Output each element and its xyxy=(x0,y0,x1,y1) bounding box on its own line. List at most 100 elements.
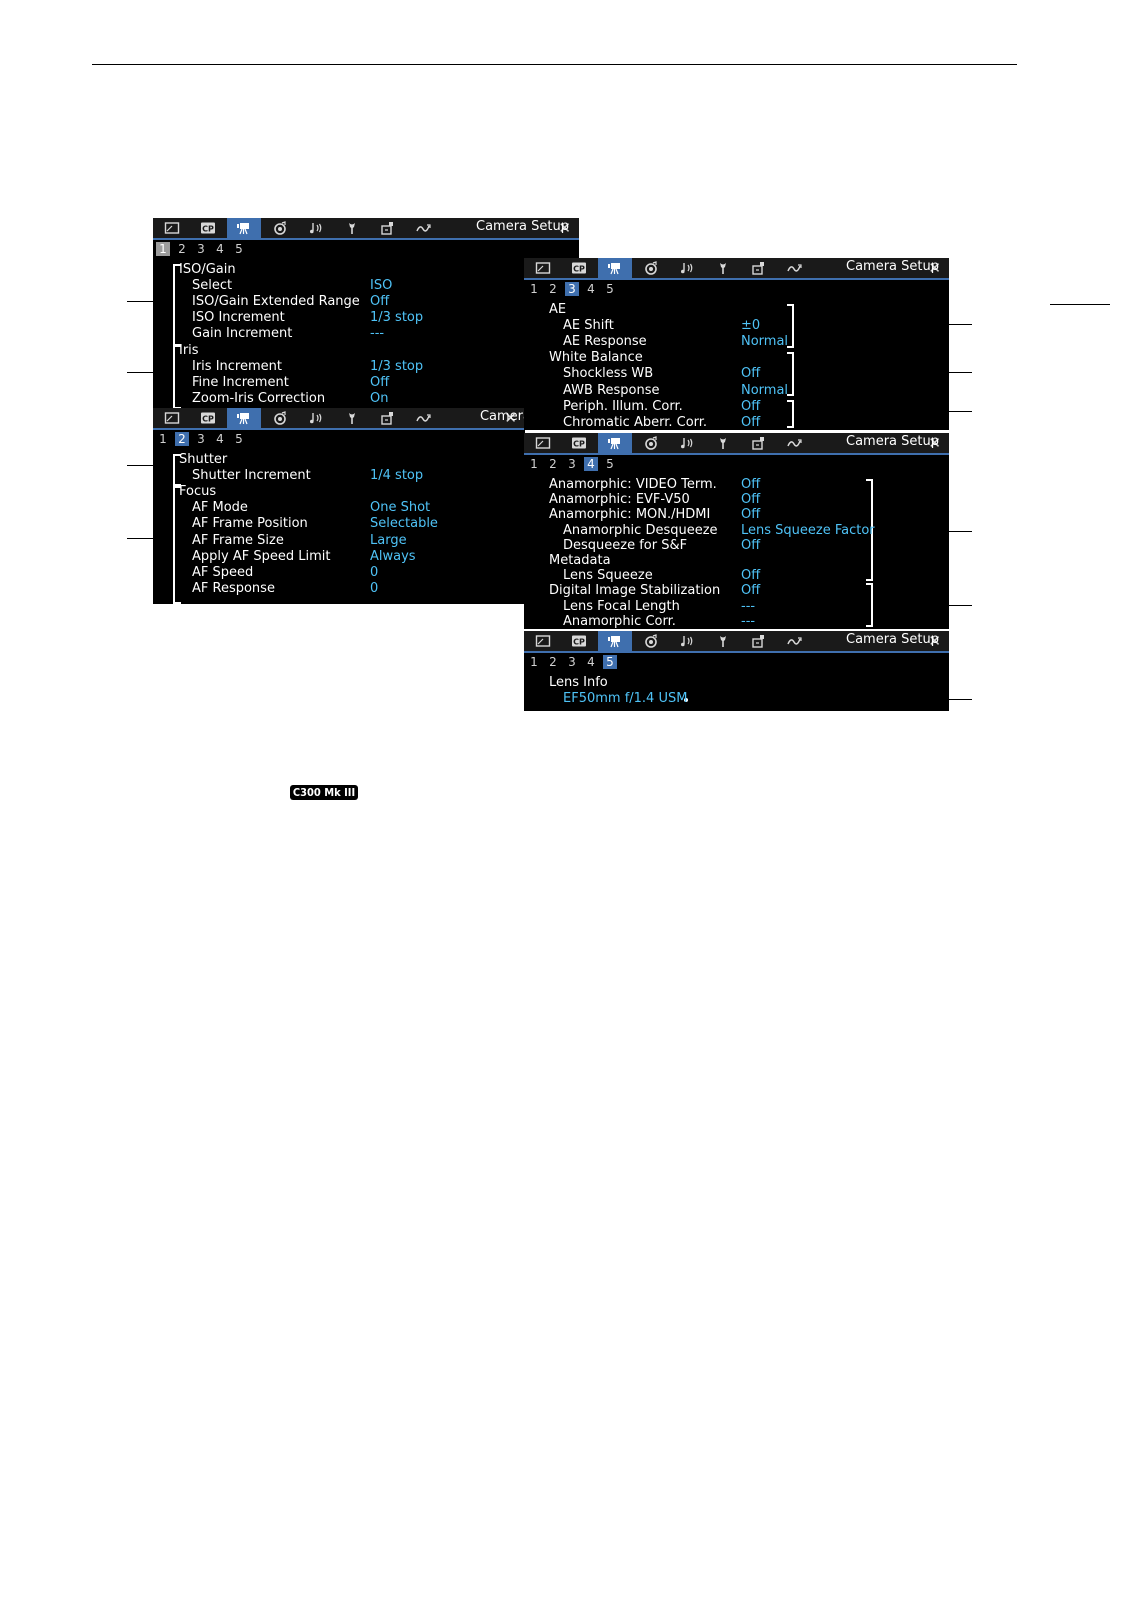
system-icon[interactable] xyxy=(706,433,740,453)
page-number-4[interactable]: 4 xyxy=(216,432,224,446)
recording-icon[interactable] xyxy=(634,433,668,453)
page-number-2[interactable]: 2 xyxy=(178,242,186,256)
custom-picture-icon[interactable]: CP xyxy=(562,631,596,651)
assignable-button-icon[interactable] xyxy=(371,408,405,428)
network-icon[interactable] xyxy=(407,218,441,238)
page-number-3[interactable]: 3 xyxy=(197,242,205,256)
audio-icon[interactable] xyxy=(670,433,704,453)
menu-item-label[interactable]: AF Mode xyxy=(192,500,248,516)
recording-icon[interactable] xyxy=(263,408,297,428)
menu-item-label[interactable]: AE Shift xyxy=(563,318,614,334)
menu-item-label[interactable]: Lens Squeeze xyxy=(563,568,653,584)
menu-item-label[interactable]: Gain Increment xyxy=(192,326,293,342)
page-number-3[interactable]: 3 xyxy=(197,432,205,446)
page-number-5[interactable]: 5 xyxy=(235,242,243,256)
camera-monitor-icon[interactable] xyxy=(526,433,560,453)
system-icon[interactable] xyxy=(706,258,740,278)
page-number-5[interactable]: 5 xyxy=(235,432,243,446)
menu-item-label[interactable]: Chromatic Aberr. Corr. xyxy=(563,414,708,430)
camera-setup-icon[interactable] xyxy=(598,631,632,651)
page-number-2[interactable]: 2 xyxy=(175,432,189,446)
menu-item-label[interactable]: Shockless WB xyxy=(563,366,654,382)
custom-picture-icon[interactable]: CP xyxy=(191,218,225,238)
audio-icon[interactable] xyxy=(670,258,704,278)
menu-item-label[interactable]: Shutter Increment xyxy=(192,468,311,484)
page-number-4[interactable]: 4 xyxy=(216,242,224,256)
menu-item-label[interactable]: Fine Increment xyxy=(192,374,289,390)
page-number-5[interactable]: 5 xyxy=(606,282,614,296)
close-icon[interactable]: ✕ xyxy=(928,434,941,452)
menu-item-label[interactable]: Anamorphic Desqueeze xyxy=(563,522,718,538)
camera-monitor-icon[interactable] xyxy=(155,218,189,238)
menu-item-label[interactable]: AF Response xyxy=(192,580,275,596)
close-icon[interactable]: ✕ xyxy=(928,259,941,277)
page-number-1[interactable]: 1 xyxy=(530,655,538,669)
page-number-3[interactable]: 3 xyxy=(568,655,576,669)
page-number-2[interactable]: 2 xyxy=(549,282,557,296)
page-number-1[interactable]: 1 xyxy=(156,242,170,256)
menu-item-label[interactable]: AF Frame Position xyxy=(192,516,308,532)
close-icon[interactable]: ✕ xyxy=(928,632,941,650)
page-number-4[interactable]: 4 xyxy=(584,457,598,471)
assignable-button-icon[interactable] xyxy=(742,433,776,453)
page-number-4[interactable]: 4 xyxy=(587,282,595,296)
menu-item-label[interactable]: Zoom-Iris Correction xyxy=(192,390,326,406)
recording-icon[interactable] xyxy=(634,631,668,651)
menu-item-value: Large xyxy=(370,532,407,548)
page-number-1[interactable]: 1 xyxy=(530,282,538,296)
menu-item-label[interactable]: Select xyxy=(192,278,233,294)
menu-item-label[interactable]: AF Frame Size xyxy=(192,532,284,548)
custom-picture-icon[interactable]: CP xyxy=(191,408,225,428)
camera-setup-icon[interactable] xyxy=(227,218,261,238)
camera-monitor-icon[interactable] xyxy=(526,631,560,651)
menu-item-label[interactable]: AE Response xyxy=(563,334,647,350)
network-icon[interactable] xyxy=(778,258,812,278)
network-icon[interactable] xyxy=(778,433,812,453)
network-icon[interactable] xyxy=(407,408,441,428)
custom-picture-icon[interactable]: CP xyxy=(562,433,596,453)
menu-item-label[interactable]: Periph. Illum. Corr. xyxy=(563,398,683,414)
system-icon[interactable] xyxy=(706,631,740,651)
camera-setup-icon[interactable] xyxy=(598,258,632,278)
audio-icon[interactable] xyxy=(299,408,333,428)
recording-icon[interactable] xyxy=(263,218,297,238)
menu-item-label[interactable]: Desqueeze for S&F xyxy=(563,537,688,553)
camera-setup-icon[interactable] xyxy=(227,408,261,428)
page-number-3[interactable]: 3 xyxy=(568,457,576,471)
system-icon[interactable] xyxy=(335,408,369,428)
menu-item-label[interactable]: AWB Response xyxy=(563,382,660,398)
menu-item-label[interactable]: Iris Increment xyxy=(192,358,282,374)
network-icon[interactable] xyxy=(778,631,812,651)
camera-setup-icon[interactable] xyxy=(598,433,632,453)
page-number-1[interactable]: 1 xyxy=(530,457,538,471)
camera-monitor-icon[interactable] xyxy=(155,408,189,428)
menu-item-label[interactable]: Digital Image Stabilization xyxy=(549,583,721,599)
menu-item-label[interactable]: Apply AF Speed Limit xyxy=(192,548,331,564)
audio-icon[interactable] xyxy=(299,218,333,238)
assignable-button-icon[interactable] xyxy=(371,218,405,238)
custom-picture-icon[interactable]: CP xyxy=(562,258,596,278)
recording-icon[interactable] xyxy=(634,258,668,278)
menu-item-label[interactable]: Anamorphic: MON./HDMI xyxy=(549,507,711,523)
assignable-button-icon[interactable] xyxy=(742,631,776,651)
page-number-5[interactable]: 5 xyxy=(606,457,614,471)
menu-item-label[interactable]: Lens Focal Length xyxy=(563,598,680,614)
page-number-5[interactable]: 5 xyxy=(603,655,617,669)
page-number-1[interactable]: 1 xyxy=(159,432,167,446)
close-icon[interactable]: ✕ xyxy=(504,409,517,427)
system-icon[interactable] xyxy=(335,218,369,238)
menu-item-label[interactable]: Anamorphic: EVF-V50 xyxy=(549,492,690,508)
page-number-4[interactable]: 4 xyxy=(587,655,595,669)
close-icon[interactable]: ✕ xyxy=(558,219,571,237)
page-number-2[interactable]: 2 xyxy=(549,457,557,471)
menu-item-label[interactable]: ISO/Gain Extended Range xyxy=(192,294,360,310)
page-number-2[interactable]: 2 xyxy=(549,655,557,669)
assignable-button-icon[interactable] xyxy=(742,258,776,278)
menu-item-label[interactable]: AF Speed xyxy=(192,564,254,580)
page-number-3[interactable]: 3 xyxy=(565,282,579,296)
menu-item-label[interactable]: Anamorphic: VIDEO Term. xyxy=(549,477,717,492)
audio-icon[interactable] xyxy=(670,631,704,651)
menu-item-label[interactable]: Anamorphic Corr. xyxy=(563,613,676,629)
camera-monitor-icon[interactable] xyxy=(526,258,560,278)
menu-item-label[interactable]: ISO Increment xyxy=(192,310,285,326)
